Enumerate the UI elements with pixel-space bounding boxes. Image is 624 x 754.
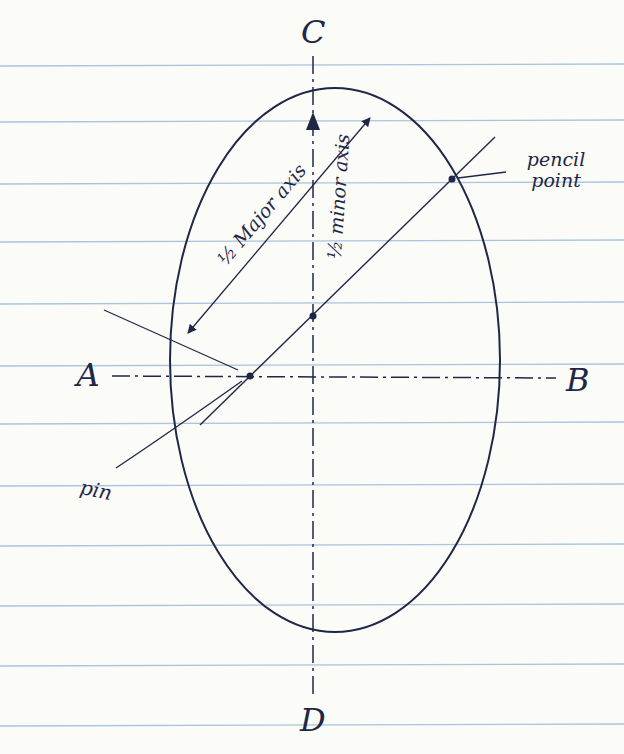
point-letter: A [77, 358, 100, 393]
callout-label: pin [78, 476, 114, 504]
ellipse [170, 88, 500, 632]
point-letter: B [566, 363, 590, 398]
pencil-point [449, 176, 456, 183]
dimension-label: ½ Major axis [213, 159, 310, 268]
dimension-label: ½ minor axis [323, 133, 353, 259]
callout-label: pencil point [516, 149, 596, 191]
extension-line [104, 310, 238, 370]
point [310, 313, 317, 320]
point-letter: C [301, 15, 325, 50]
major-axis-line [112, 376, 556, 378]
leader-line [458, 172, 506, 178]
arrow-head [306, 112, 320, 130]
point-letter: D [300, 703, 326, 738]
dimension-line [188, 118, 370, 333]
ruled-lines [0, 64, 624, 726]
minor-axis-line [312, 56, 314, 694]
leader-line [116, 381, 242, 468]
pin-point [247, 373, 254, 380]
